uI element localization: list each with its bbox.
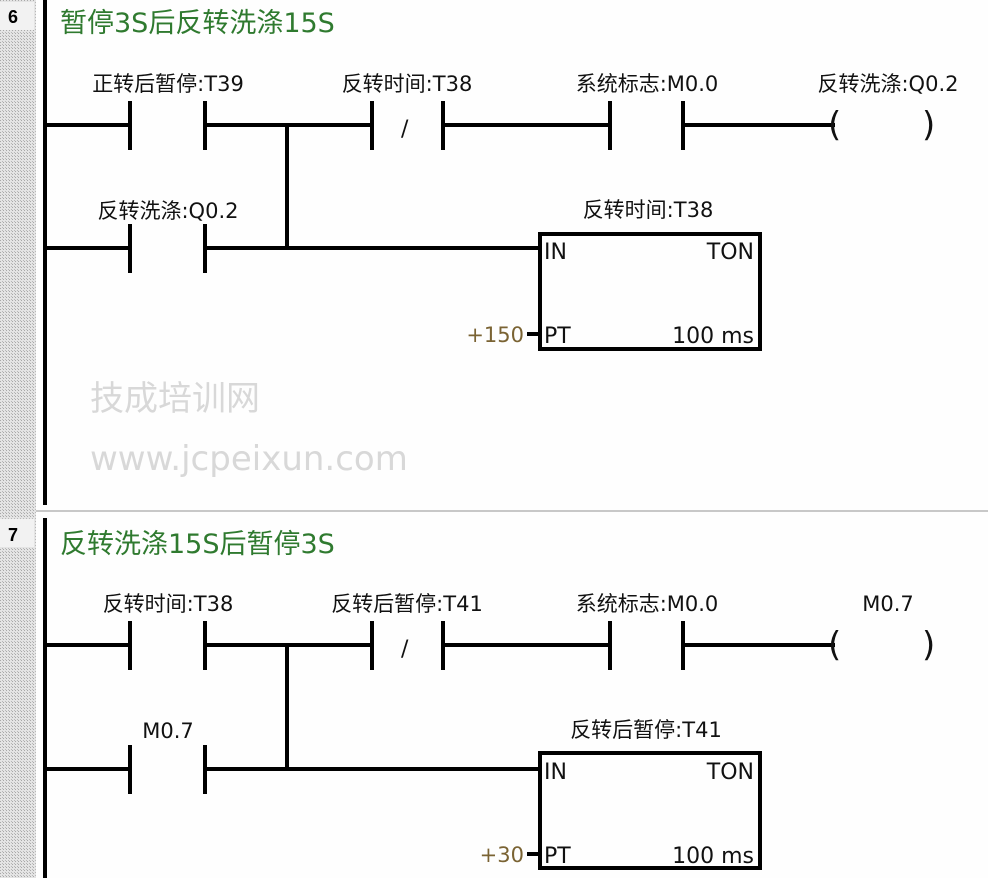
network-number-box <box>0 519 34 547</box>
network-number-box <box>0 2 34 30</box>
timer-in: IN <box>544 240 567 265</box>
timer-type: TON <box>706 760 754 785</box>
watermark: 技成培训网 www.jcpeixun.com <box>90 379 408 479</box>
nc-slash: / <box>401 637 409 662</box>
timer-preset[interactable]: +30 <box>480 843 524 867</box>
coil-open[interactable]: ( <box>828 625 841 665</box>
rung-wire <box>45 101 835 150</box>
branch-wire <box>45 645 540 794</box>
coil-label: 反转洗涤:Q0.2 <box>817 72 958 96</box>
timer-pt: PT <box>544 844 571 869</box>
timer-in: IN <box>544 760 567 785</box>
coil-close[interactable]: ) <box>922 625 935 665</box>
network-title[interactable]: 暂停3S后反转洗涤15S <box>60 8 335 39</box>
coil-open[interactable]: ( <box>828 105 841 145</box>
contact-label: 反转时间:T38 <box>103 592 234 616</box>
coil-label: M0.7 <box>862 592 914 616</box>
rung-wire <box>45 621 835 670</box>
timer-label: 反转后暂停:T41 <box>570 718 722 742</box>
timer-type: TON <box>706 240 754 265</box>
timer-base: 100 ms <box>672 324 754 349</box>
contact-label: 系统标志:M0.0 <box>576 72 719 96</box>
contact-label: 反转后暂停:T41 <box>331 592 483 616</box>
contact-label: 系统标志:M0.0 <box>576 592 719 616</box>
timer-preset[interactable]: +150 <box>466 323 524 347</box>
timer-box[interactable] <box>538 751 762 870</box>
contact-label: 反转时间:T38 <box>342 72 473 96</box>
timer-box[interactable] <box>538 232 762 351</box>
network-gutter <box>0 0 36 878</box>
contact-label: 正转后暂停:T39 <box>92 72 244 96</box>
network-7[interactable]: 7 反转洗涤15S后暂停3S 反转时间:T38 反转后暂停:T41 系统标志:M… <box>0 518 935 878</box>
nc-slash: / <box>401 117 409 142</box>
branch-wire <box>45 125 540 273</box>
coil-close[interactable]: ) <box>922 105 935 145</box>
timer-pt: PT <box>544 324 571 349</box>
watermark-cn: 技成培训网 <box>90 379 260 419</box>
network-number: 7 <box>8 525 18 545</box>
contact-label: 反转洗涤:Q0.2 <box>97 199 238 223</box>
network-title[interactable]: 反转洗涤15S后暂停3S <box>60 529 335 560</box>
network-6[interactable]: 6 暂停3S后反转洗涤15S 正转后暂停:T39 反转时间:T38 系统标志:M… <box>0 0 959 505</box>
watermark-url: www.jcpeixun.com <box>90 439 408 479</box>
network-number: 6 <box>8 7 18 27</box>
contact-label: M0.7 <box>142 719 194 743</box>
timer-label: 反转时间:T38 <box>583 198 714 222</box>
timer-base: 100 ms <box>672 844 754 869</box>
